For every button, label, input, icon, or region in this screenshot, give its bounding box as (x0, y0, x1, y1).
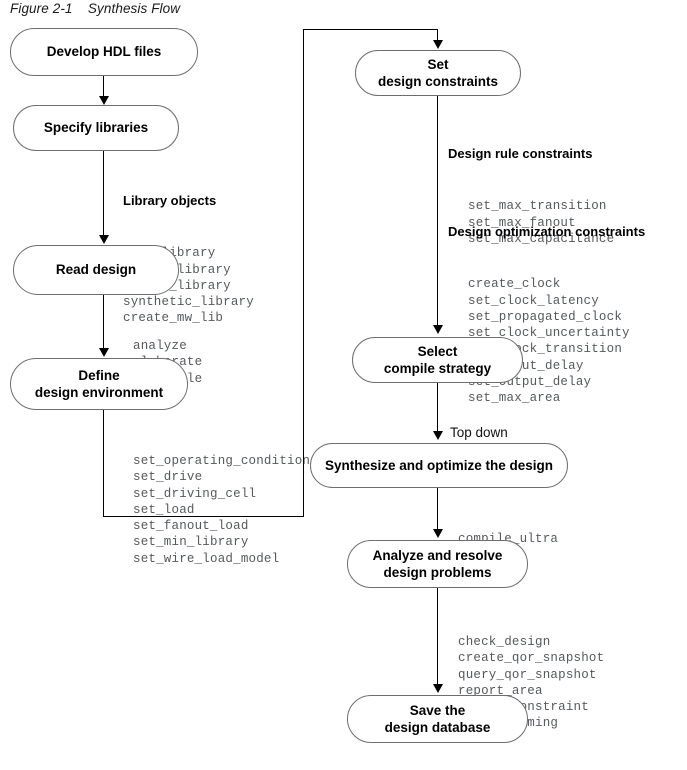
annotation-design-rule-constraints: Design rule constraints set_max_transiti… (448, 110, 614, 283)
design-optimization-constraints-heading: Design optimization constraints (448, 224, 646, 239)
connector-into-set-constraints (437, 29, 438, 42)
define-environment-commands: set_operating_conditions set_drive set_d… (133, 454, 318, 566)
arrowhead-set-constraints-to-select-strategy (433, 325, 443, 334)
node-define-design-environment: Define design environment (10, 358, 188, 410)
connector-specify-to-read (103, 151, 104, 237)
connector-develop-to-specify (103, 76, 104, 98)
node-synthesize-optimize-design: Synthesize and optimize the design (310, 443, 568, 488)
node-specify-libraries: Specify libraries (13, 105, 179, 151)
node-analyze-resolve-design-problems: Analyze and resolve design problems (347, 540, 528, 588)
design-rule-constraints-commands: set_max_transition set_max_fanout set_ma… (468, 199, 615, 246)
node-save-design-database: Save the design database (347, 695, 528, 743)
arrowhead-read-to-define (99, 348, 109, 357)
connector-set-constraints-to-select-strategy (437, 96, 438, 326)
connector-synthesize-to-analyze (437, 488, 438, 531)
arrowhead-into-set-constraints (433, 40, 443, 49)
arrowhead-synthesize-to-analyze (433, 529, 443, 538)
figure-caption: Figure 2-1 Synthesis Flow (10, 1, 181, 16)
arrowhead-develop-to-specify (99, 96, 109, 105)
arrowhead-select-strategy-to-synthesize (433, 431, 443, 440)
connector-analyze-to-save (437, 588, 438, 686)
connector-bottom-horizontal (103, 516, 304, 517)
arrowhead-analyze-to-save (433, 684, 443, 693)
connector-read-to-define (103, 295, 104, 350)
annotation-define-environment-commands: set_operating_conditions set_drive set_d… (133, 417, 318, 603)
node-select-compile-strategy: Select compile strategy (352, 337, 523, 383)
connector-define-down (103, 410, 104, 517)
annotation-save-commands: write_file (458, 745, 535, 770)
connector-select-strategy-to-synthesize (437, 383, 438, 433)
design-rule-constraints-heading: Design rule constraints (448, 146, 593, 161)
connector-right-vertical-up (303, 29, 304, 517)
node-develop-hdl-files: Develop HDL files (10, 28, 198, 76)
connector-top-horizontal (303, 29, 438, 30)
library-objects-heading: Library objects (123, 193, 217, 208)
node-read-design: Read design (13, 245, 179, 295)
node-set-design-constraints: Set design constraints (355, 50, 521, 96)
arrowhead-specify-to-read (99, 235, 109, 244)
